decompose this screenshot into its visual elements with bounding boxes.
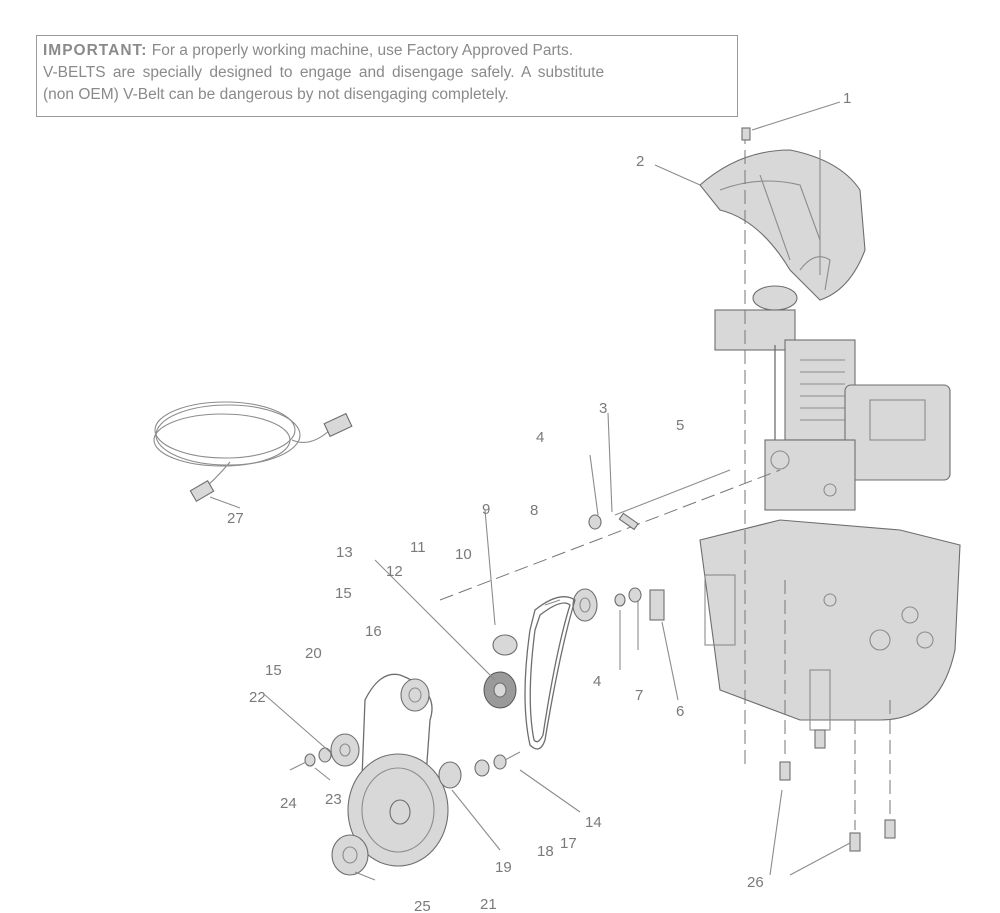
- callout-11: 11: [410, 539, 426, 556]
- callout-16: 16: [365, 623, 382, 640]
- callout-8: 8: [530, 502, 538, 519]
- callout-24: 24: [280, 795, 297, 812]
- callout-4: 4: [536, 429, 544, 446]
- callout-27: 27: [227, 510, 244, 527]
- callout-25: 25: [414, 898, 431, 913]
- callout-12: 12: [386, 563, 403, 580]
- callout-3: 3: [599, 400, 607, 417]
- notice-line-1-text: For a properly working machine, use Fact…: [147, 42, 574, 59]
- belt-pulley-drawing: [289, 596, 576, 876]
- notice-line-1: IMPORTANT: For a properly working machin…: [43, 40, 731, 62]
- notice-lead: IMPORTANT:: [43, 42, 148, 59]
- bolts-drawing: [741, 127, 896, 852]
- engine-drawing: [714, 285, 951, 511]
- callout-5: 5: [676, 417, 684, 434]
- callout-labels: 1 2 3 4 5 4 6 7 8 9 10 11 12 13 14 15 15…: [227, 90, 851, 913]
- callout-17: 17: [560, 835, 577, 852]
- callout-23: 23: [325, 791, 342, 808]
- callout-6: 6: [676, 703, 684, 720]
- notice-line-2: V-BELTS are specially designed to engage…: [43, 64, 605, 81]
- callout-1: 1: [843, 90, 851, 107]
- leader-lines: [209, 101, 851, 881]
- callout-14: 14: [585, 814, 602, 831]
- notice-line-3: (non OEM) V-Belt can be dangerous by not…: [43, 86, 509, 103]
- callout-9: 9: [482, 501, 490, 518]
- callout-26: 26: [747, 874, 764, 891]
- callout-18: 18: [537, 843, 554, 860]
- belt-cover-drawing: [699, 149, 866, 301]
- callout-15: 15: [335, 585, 352, 602]
- callout-19: 19: [495, 859, 512, 876]
- callout-10: 10: [455, 546, 472, 563]
- callout-13: 13: [336, 544, 353, 561]
- callout-2: 2: [636, 153, 644, 170]
- extension-cord-drawing: [153, 401, 353, 502]
- drive-shaft-drawing: [439, 469, 781, 656]
- frame-housing-drawing: [699, 519, 961, 731]
- important-notice-box: IMPORTANT: For a properly working machin…: [36, 35, 738, 117]
- callout-20: 20: [305, 645, 322, 662]
- callout-4-lower: 4: [593, 673, 601, 690]
- callout-22: 22: [249, 689, 266, 706]
- callout-15-lower: 15: [265, 662, 282, 679]
- callout-7: 7: [635, 687, 643, 704]
- callout-21: 21: [480, 896, 497, 913]
